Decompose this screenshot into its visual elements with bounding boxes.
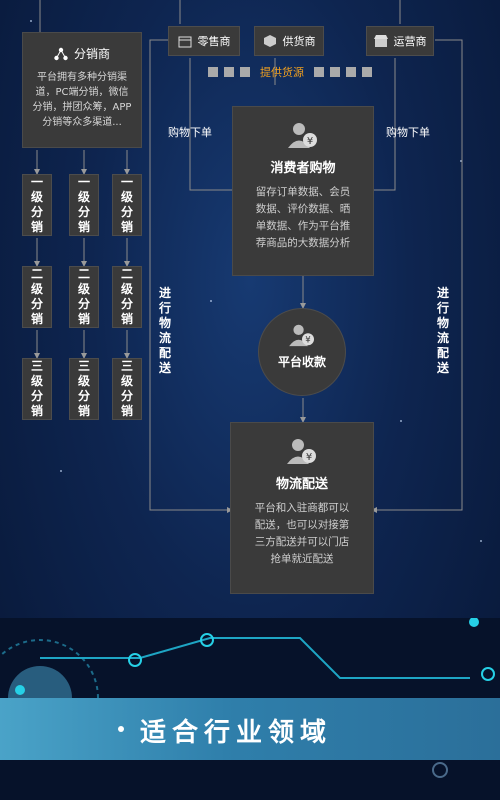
consumer-desc-line: 留存订单数据、会员	[255, 186, 351, 198]
star	[30, 20, 32, 22]
payment-title: 平台收款	[277, 355, 326, 369]
store-icon	[178, 36, 191, 48]
svg-text:¥: ¥	[305, 336, 311, 346]
logistics-title: 物流配送	[275, 477, 328, 492]
delivery-label-right: 进行物流配送	[436, 286, 449, 375]
level1-box: 一级分销	[69, 174, 99, 236]
operator-node: 运营商	[366, 26, 434, 56]
cube-icon	[362, 67, 372, 77]
cube-icon	[208, 67, 218, 77]
banner-title: 适合行业领域	[140, 718, 333, 748]
cube-icon	[346, 67, 356, 77]
distributor-title: 分销商	[73, 47, 110, 61]
order-label-right: 购物下单	[386, 126, 430, 139]
level1-label: 一级分销	[30, 175, 43, 234]
star	[480, 540, 482, 542]
supply-label: 提供货源	[260, 66, 304, 79]
level3-box: 三级分销	[112, 358, 142, 420]
level3-label: 三级分销	[30, 359, 43, 418]
star	[460, 160, 462, 162]
star	[60, 470, 62, 472]
svg-text:¥: ¥	[306, 452, 312, 463]
retailer-node: 零售商	[168, 26, 240, 56]
cube-icon	[240, 67, 250, 77]
retailer-label: 零售商	[197, 35, 231, 48]
cube-icon	[330, 67, 340, 77]
level2-box: 二级分销	[69, 266, 99, 328]
level1-box: 一级分销	[22, 174, 52, 236]
logistics-box: ¥ 物流配送 平台和入驻商都可以 配送，也可以对接第 三方配送并可以门店 抢单就…	[230, 422, 374, 594]
consumer-desc-line: 单数据、作为平台推	[255, 220, 351, 232]
distributor-desc-line: 分销等众多渠道...	[42, 117, 122, 128]
distributor-desc-line: 道，PC端分销，微信	[35, 87, 129, 98]
level3-label: 三级分销	[77, 359, 90, 418]
logistics-desc-line: 抢单就近配送	[270, 553, 334, 565]
level2-box: 二级分销	[112, 266, 142, 328]
distributor-desc: 平台拥有多种分销渠 道，PC端分销，微信 分销，拼团众筹，APP 分销等众多渠道…	[23, 70, 141, 130]
delivery-label-left: 进行物流配送	[158, 286, 171, 375]
user-yen-icon: ¥	[287, 439, 316, 464]
distributor-desc-line: 分销，拼团众筹，APP	[32, 102, 132, 113]
logistics-desc: 平台和入驻商都可以 配送，也可以对接第 三方配送并可以门店 抢单就近配送	[231, 500, 373, 568]
shop-icon	[373, 35, 388, 47]
level2-label: 二级分销	[30, 267, 43, 326]
level3-box: 三级分销	[22, 358, 52, 420]
logistics-desc-line: 配送，也可以对接第	[254, 519, 350, 531]
user-yen-icon: ¥	[288, 123, 317, 148]
supply-row: 提供货源	[208, 64, 372, 80]
supplier-node: 供货商	[254, 26, 324, 56]
level2-label: 二级分销	[120, 267, 133, 326]
logistics-desc-line: 三方配送并可以门店	[254, 536, 350, 548]
consumer-title: 消费者购物	[270, 161, 336, 176]
consumer-desc-line: 荐商品的大数据分析	[255, 237, 351, 249]
payment-node: ¥ 平台收款	[258, 308, 346, 396]
logistics-desc-line: 平台和入驻商都可以	[254, 502, 350, 514]
cube-icon	[263, 35, 276, 47]
cube-icon	[314, 67, 324, 77]
cube-icon	[224, 67, 234, 77]
consumer-desc-line: 数据、评价数据、晒	[255, 203, 351, 215]
level1-box: 一级分销	[112, 174, 142, 236]
operator-label: 运营商	[393, 35, 427, 48]
connector-lines	[34, 0, 463, 513]
distributor-desc-line: 平台拥有多种分销渠	[37, 72, 127, 83]
consumer-desc: 留存订单数据、会员 数据、评价数据、晒 单数据、作为平台推 荐商品的大数据分析	[233, 184, 373, 252]
level1-label: 一级分销	[77, 175, 90, 234]
section-banner	[0, 698, 500, 760]
star	[400, 420, 402, 422]
order-label-left: 购物下单	[168, 126, 212, 139]
network-icon	[54, 47, 68, 60]
distributor-box: 分销商 平台拥有多种分销渠 道，PC端分销，微信 分销，拼团众筹，APP 分销等…	[22, 32, 142, 148]
consumer-box: ¥ 消费者购物 留存订单数据、会员 数据、评价数据、晒 单数据、作为平台推 荐商…	[232, 106, 374, 276]
level2-box: 二级分销	[22, 266, 52, 328]
user-yen-icon: ¥	[289, 324, 314, 347]
level3-box: 三级分销	[69, 358, 99, 420]
level1-label: 一级分销	[120, 175, 133, 234]
bullet-dot	[118, 726, 124, 732]
level3-label: 三级分销	[120, 359, 133, 418]
level2-label: 二级分销	[77, 267, 90, 326]
star	[210, 300, 212, 302]
supplier-label: 供货商	[282, 35, 316, 48]
svg-text:¥: ¥	[307, 136, 313, 147]
